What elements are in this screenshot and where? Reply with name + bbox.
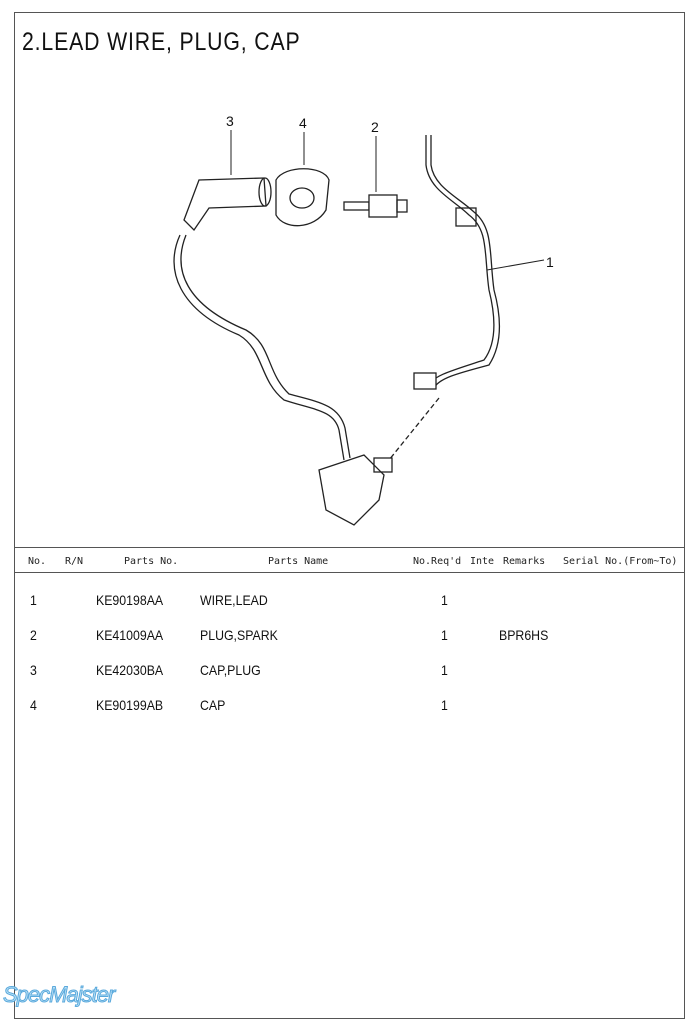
lead-wire-part-1	[413, 135, 500, 390]
plug-cap-part-3	[173, 177, 351, 461]
watermark-logo: SpecMajster	[2, 982, 115, 1008]
table-top-border	[14, 547, 685, 548]
page-title: 2.LEAD WIRE, PLUG, CAP	[22, 28, 301, 56]
callout-3: 3	[226, 113, 234, 129]
row-parts-no: KE90198AA	[96, 592, 164, 608]
header-rn: R/N	[65, 556, 84, 567]
table-header-border	[14, 572, 685, 573]
cap-part-4	[275, 168, 330, 227]
row-qty: 1	[441, 627, 448, 643]
row-no: 4	[30, 697, 37, 713]
row-no: 2	[30, 627, 37, 643]
row-parts-no: KE41009AA	[96, 627, 164, 643]
row-name: PLUG,SPARK	[200, 627, 278, 643]
spark-plug-part-2	[343, 194, 408, 218]
row-no: 3	[30, 662, 37, 678]
header-no: No.	[28, 556, 47, 567]
row-remarks: BPR6HS	[499, 627, 549, 643]
row-qty: 1	[441, 697, 448, 713]
ignition-coil	[318, 397, 440, 526]
row-name: CAP,PLUG	[200, 662, 261, 678]
row-parts-no: KE90199AB	[96, 697, 164, 713]
parts-diagram: 1 2 3 4	[173, 113, 554, 526]
callout-1: 1	[546, 254, 554, 270]
row-no: 1	[30, 592, 37, 608]
header-remarks: Remarks	[503, 556, 546, 567]
row-name: CAP	[200, 697, 226, 713]
header-serial: Serial No.(From~To)	[563, 556, 678, 567]
row-parts-no: KE42030BA	[96, 662, 164, 678]
row-qty: 1	[441, 662, 448, 678]
row-name: WIRE,LEAD	[200, 592, 268, 608]
header-parts-name: Parts Name	[268, 556, 329, 567]
row-qty: 1	[441, 592, 448, 608]
header-qty: No.Req'd	[413, 556, 462, 567]
header-parts-no: Parts No.	[124, 556, 179, 567]
header-inte: Inte	[470, 556, 495, 567]
page-frame	[14, 12, 685, 1019]
callout-4: 4	[299, 115, 307, 131]
callout-2: 2	[371, 119, 379, 135]
